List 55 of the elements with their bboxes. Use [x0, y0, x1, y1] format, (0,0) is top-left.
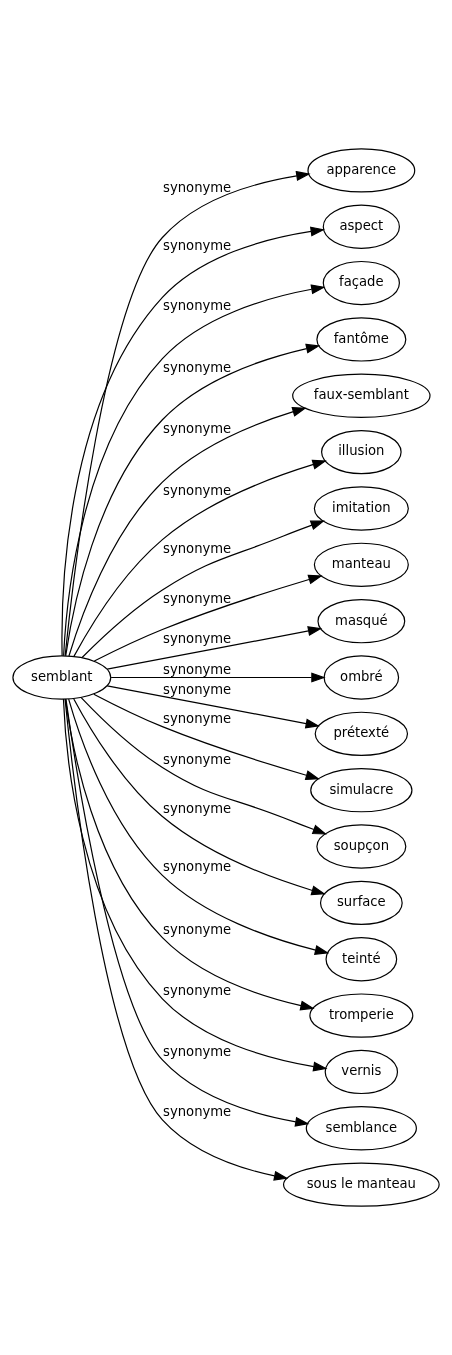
arrow: [73, 698, 326, 896]
node-ellipse: vernis: [324, 1049, 399, 1095]
node-ellipse: tromperie: [309, 993, 414, 1038]
node-ellipse: teinté: [325, 937, 398, 982]
edge-label: synonyme: [163, 1044, 232, 1060]
arrow: [68, 698, 330, 955]
node-ellipse: semblance: [305, 1106, 417, 1151]
arrow: [73, 459, 327, 657]
edge-label: synonyme: [163, 1104, 232, 1120]
arrow: [64, 698, 289, 1181]
edge-label: synonyme: [163, 590, 232, 606]
edge-label: synonyme: [163, 420, 232, 436]
node-ellipse: soupçon: [316, 824, 407, 869]
arrow: [93, 693, 320, 781]
node-ellipse: apparence: [307, 148, 416, 193]
arrow: [80, 696, 327, 835]
arrow: [68, 407, 307, 657]
node-ellipse: façade: [322, 260, 400, 306]
edge-label: synonyme: [163, 859, 232, 875]
node-ellipse: imitation: [313, 486, 409, 531]
node-ellipse: illusion: [321, 429, 402, 475]
edge-label: synonyme: [163, 751, 232, 767]
arrow: [110, 672, 326, 683]
edge-label: synonyme: [163, 238, 232, 254]
node-ellipse: semblant: [12, 655, 112, 700]
edge-label: synonyme: [163, 298, 232, 314]
edge-label: synonyme: [163, 682, 232, 698]
edge-label: synonyme: [163, 540, 232, 556]
edge-label: synonyme: [163, 800, 232, 816]
node-ellipse: prétexté: [314, 711, 409, 757]
arrow: [65, 343, 321, 657]
node-ellipse: sous le manteau: [282, 1162, 440, 1207]
node-ellipse: fantôme: [316, 317, 407, 362]
node-ellipse: masqué: [317, 598, 406, 644]
arrow: [62, 698, 328, 1072]
edge-label: synonyme: [163, 982, 232, 998]
arrow: [93, 574, 323, 662]
arrow: [64, 170, 311, 657]
arrow: [64, 698, 315, 1011]
node-ellipse: ombré: [323, 655, 400, 700]
edge-label: synonyme: [163, 483, 232, 499]
edge-label: synonyme: [163, 661, 232, 677]
arrow: [65, 698, 310, 1127]
arrow: [106, 685, 320, 729]
node-ellipse: surface: [319, 880, 403, 926]
edge-label: synonyme: [163, 710, 232, 726]
arrow: [106, 626, 323, 670]
edge-label: synonyme: [163, 921, 232, 937]
node-ellipse: manteau: [313, 542, 409, 587]
edge-label: synonyme: [163, 179, 232, 195]
edge-label: synonyme: [163, 630, 232, 646]
node-ellipse: simulacre: [310, 768, 413, 813]
arrow: [81, 520, 325, 659]
node-ellipse: aspect: [322, 204, 400, 249]
edge-label: synonyme: [163, 359, 232, 375]
